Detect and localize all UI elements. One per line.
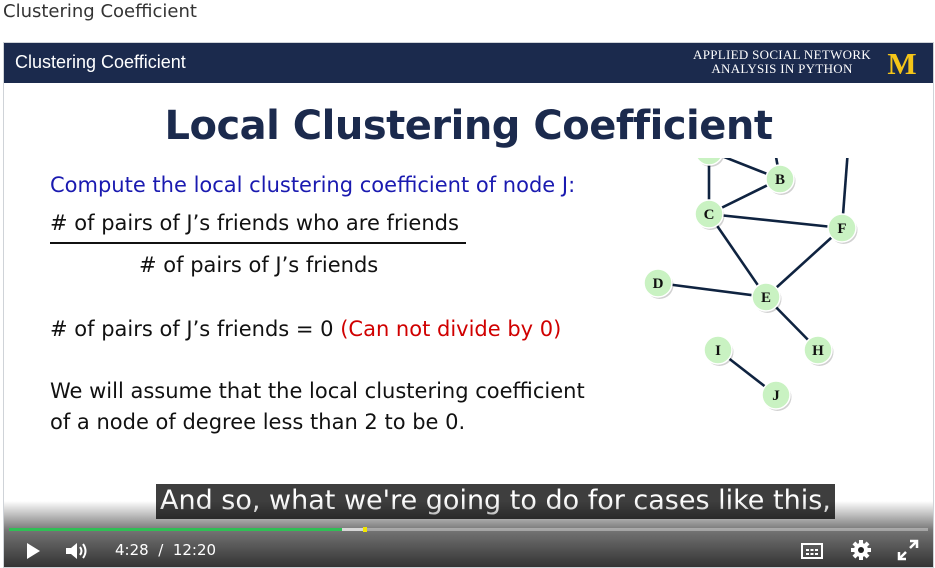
time-total: 12:20 xyxy=(172,541,217,559)
graph-node-label: H xyxy=(812,343,824,359)
time-current: 4:28 xyxy=(115,541,149,559)
graph-node-I: I xyxy=(703,335,734,366)
captions-icon xyxy=(801,543,823,559)
graph-node-label: J xyxy=(772,388,780,404)
pairs-zero-line: # of pairs of J’s friends = 0 (Can not d… xyxy=(50,317,561,341)
slide-header: Clustering Coefficient APPLIED SOCIAL NE… xyxy=(4,43,933,83)
volume-icon xyxy=(66,543,87,559)
slide-header-title: Clustering Coefficient xyxy=(15,52,186,72)
network-graph: KABGCFDEIHJ xyxy=(643,158,858,411)
graph-edge-G-F xyxy=(840,158,849,229)
progress-bar[interactable] xyxy=(9,527,928,532)
pairs-zero-text: # of pairs of J’s friends = 0 xyxy=(50,317,341,341)
graph-edge-D-E xyxy=(657,281,767,299)
fraction-denominator: # of pairs of J’s friends xyxy=(139,253,379,277)
prompt-text: Compute the local clustering coefficient… xyxy=(50,173,576,197)
brand-line-1: APPLIED SOCIAL NETWORK xyxy=(693,47,871,62)
player-controls: 4:28 / 12:20 xyxy=(4,501,933,567)
graph-node-E: E xyxy=(751,282,782,313)
graph-node-label: D xyxy=(653,276,664,292)
gear-icon xyxy=(851,540,871,560)
fullscreen-icon xyxy=(897,539,919,561)
graph-node-H: H xyxy=(803,335,834,366)
graph-node-label: F xyxy=(837,221,846,237)
brand-line-2: ANALYSIS IN PYTHON xyxy=(711,61,853,76)
fraction-numerator: # of pairs of J’s friends who are friend… xyxy=(50,211,459,235)
cannot-divide-note: (Can not divide by 0) xyxy=(340,317,562,341)
progress-marker[interactable] xyxy=(362,527,367,532)
video-player[interactable]: Clustering Coefficient APPLIED SOCIAL NE… xyxy=(3,42,934,568)
graph-edge-C-F xyxy=(708,212,843,230)
graph-node-A: A xyxy=(696,158,724,167)
settings-button[interactable] xyxy=(850,539,872,561)
play-button[interactable] xyxy=(22,540,44,562)
fraction-bar xyxy=(50,242,466,244)
graph-node-F: F xyxy=(827,213,858,244)
slide-title: Local Clustering Coefficient xyxy=(164,103,773,149)
graph-node-label: E xyxy=(761,290,771,306)
time-separator: / xyxy=(158,541,164,559)
graph-node-B: B xyxy=(765,164,796,195)
graph-node-D: D xyxy=(643,268,674,299)
page-title: Clustering Coefficient xyxy=(3,1,197,22)
graph-node-label: A xyxy=(704,158,715,160)
assumption-line-1: We will assume that the local clustering… xyxy=(50,379,585,403)
volume-button[interactable] xyxy=(64,540,90,562)
progress-played xyxy=(9,528,342,531)
graph-node-label: I xyxy=(715,343,721,359)
graph-edge-F-E xyxy=(765,227,843,298)
assumption-line-2: of a node of degree less than 2 to be 0. xyxy=(50,410,466,434)
graph-edge-C-E xyxy=(707,213,768,298)
university-logo: M xyxy=(887,49,916,77)
course-brand: APPLIED SOCIAL NETWORK ANALYSIS IN PYTHO… xyxy=(693,48,871,76)
graph-node-label: B xyxy=(775,172,785,188)
graph-node-C: C xyxy=(694,199,725,230)
fullscreen-button[interactable] xyxy=(897,539,919,561)
logo-letter: M xyxy=(887,49,916,77)
graph-node-J: J xyxy=(761,380,792,411)
graph-node-label: C xyxy=(704,207,715,223)
captions-button[interactable] xyxy=(800,541,824,561)
play-icon xyxy=(27,543,40,559)
time-display: 4:28 / 12:20 xyxy=(115,541,216,559)
